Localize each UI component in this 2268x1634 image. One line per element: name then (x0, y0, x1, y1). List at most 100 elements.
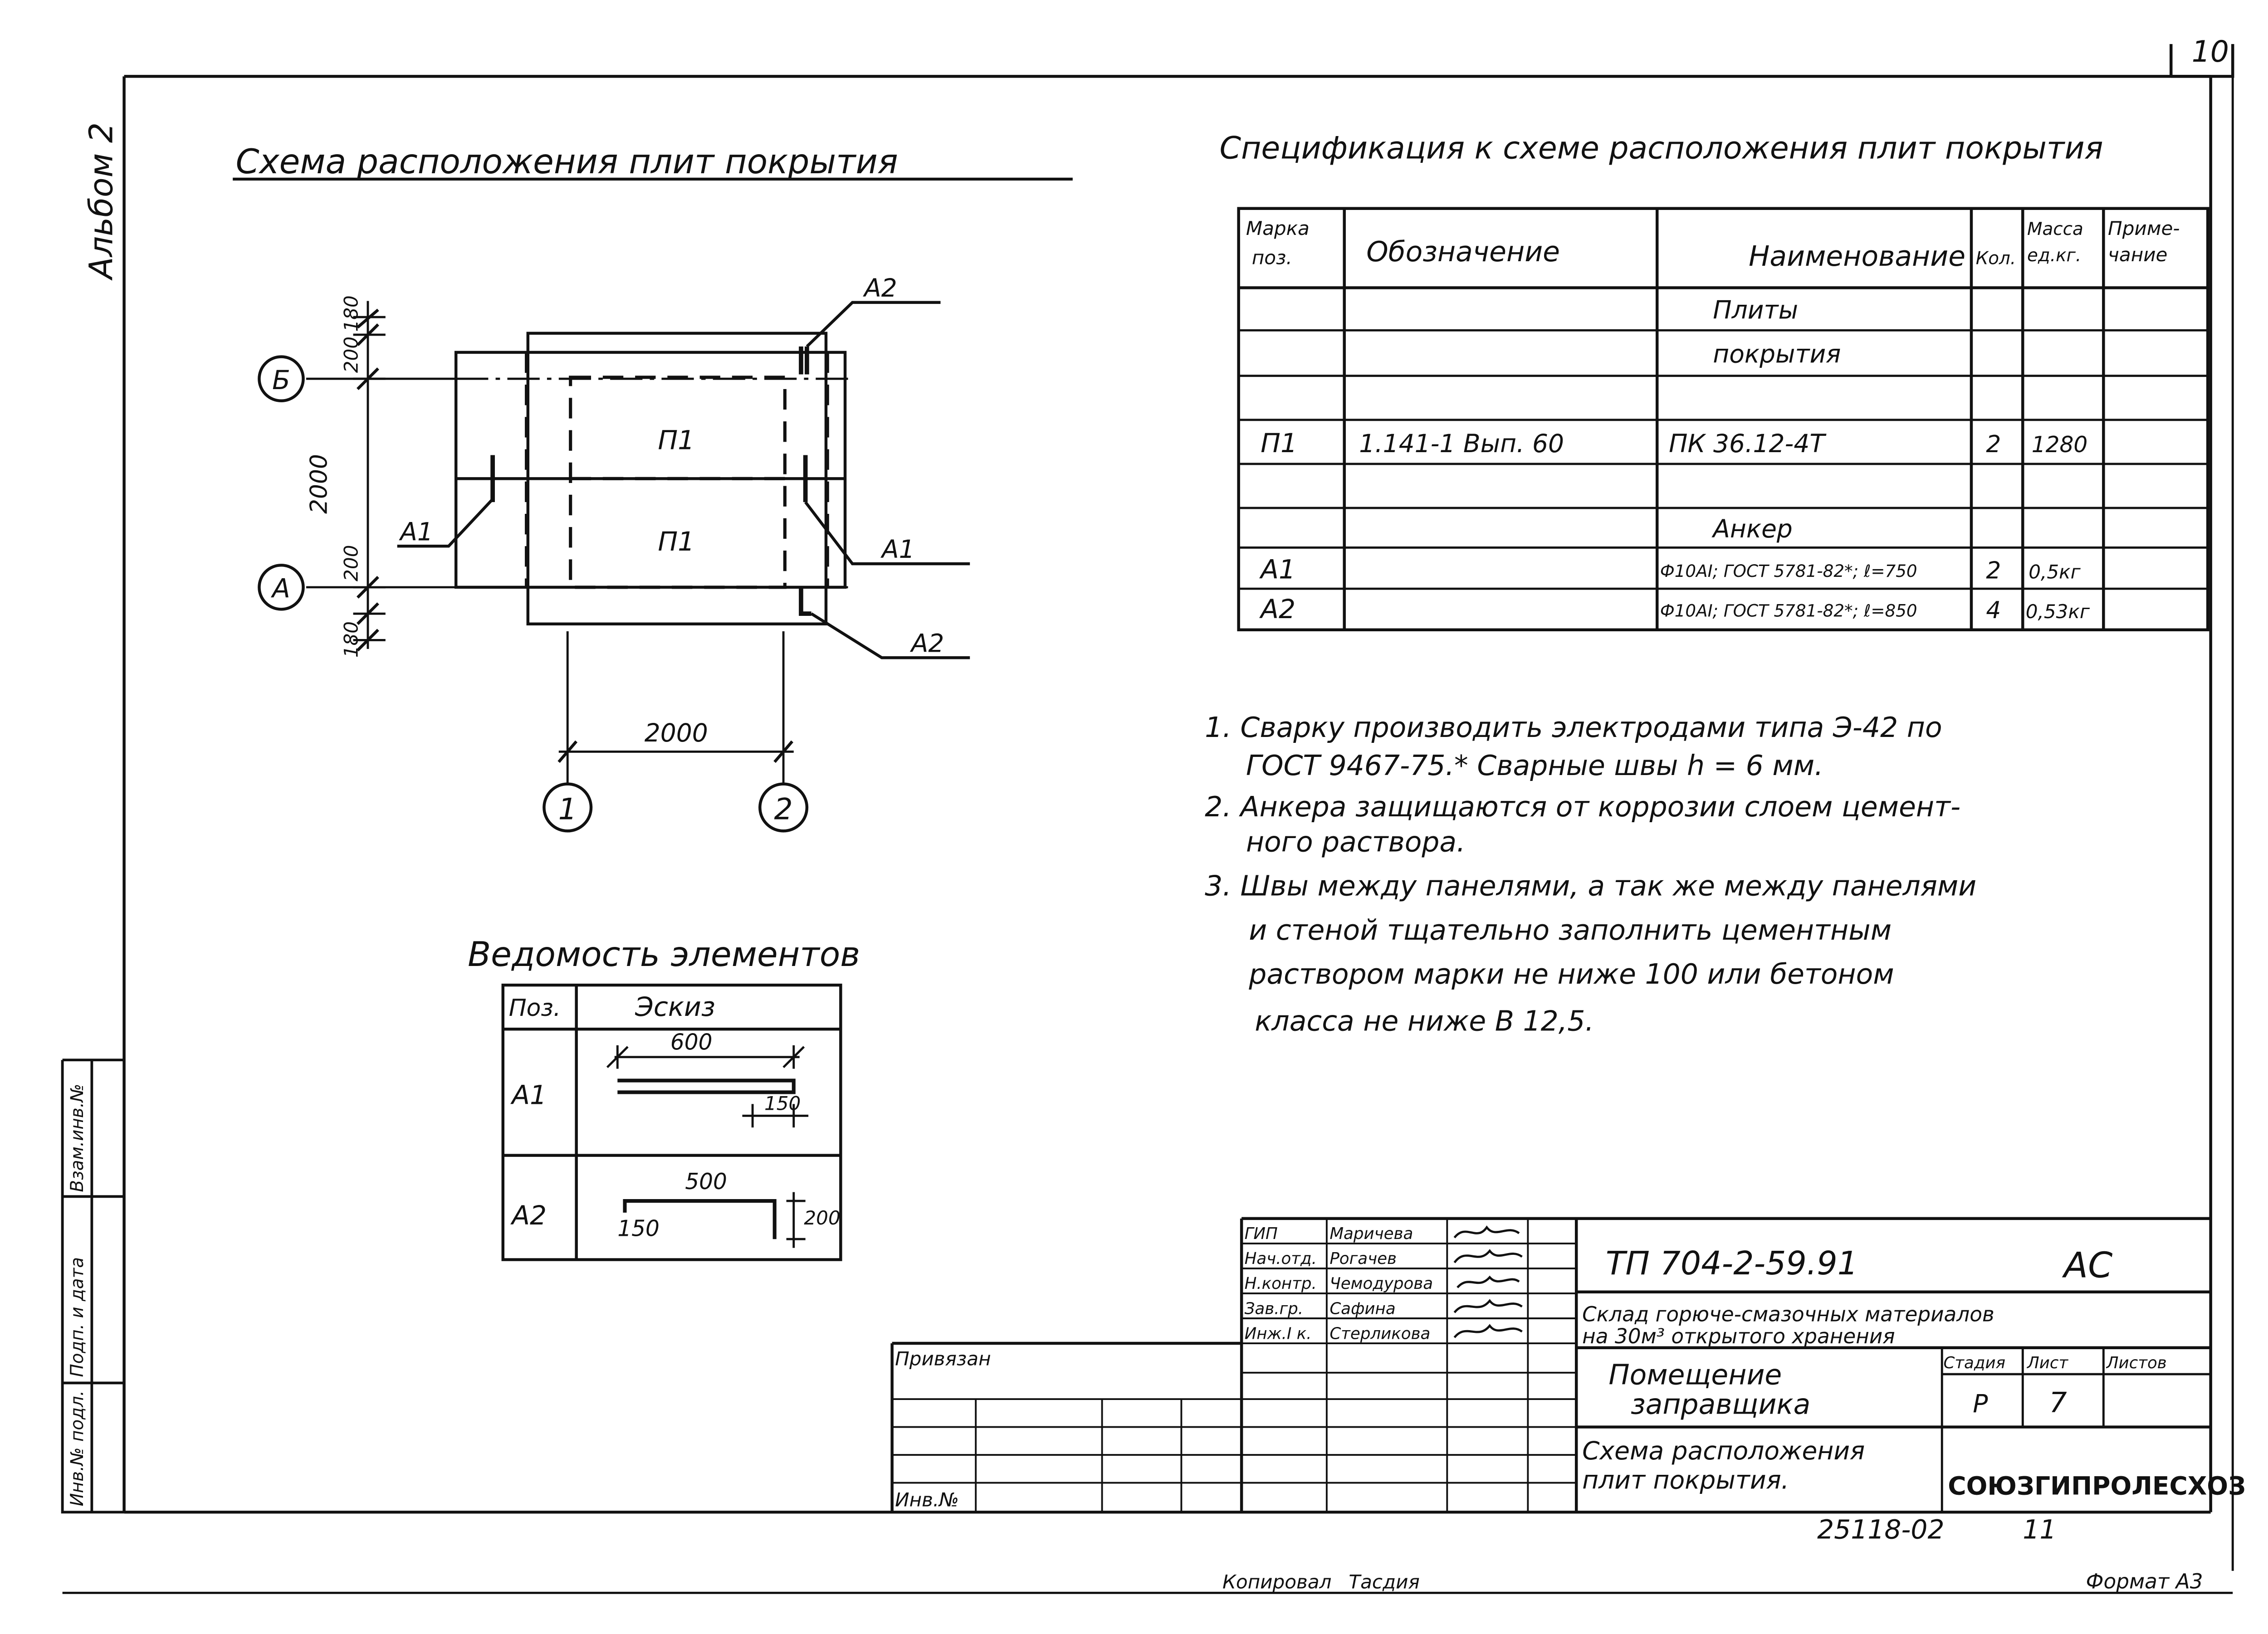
album-label: Альбом 2 (83, 122, 120, 281)
stamp-project-2: на 30м³ открытого хранения (1582, 1324, 1895, 1348)
spec-row-name: Анкер (1711, 514, 1793, 543)
side-label-inv: Инв.№ подл. (67, 1390, 88, 1507)
note-line: ГОСТ 9467-75.* Сварные швы h = 6 мм. (1246, 749, 1823, 782)
dim-top-200: 200 (340, 337, 362, 373)
spec-header-name: Наименование (1749, 240, 1965, 273)
stamp-code: ТП 704-2-59.91 (1606, 1244, 1858, 1282)
spec-header-mass-2: ед.кг. (2027, 245, 2081, 266)
dim-bottom-2000: 2000 (645, 718, 708, 747)
elements-a2-height: 200 (804, 1207, 840, 1229)
elements-table (501, 983, 842, 1261)
elements-a2-hook: 150 (617, 1216, 660, 1242)
spec-row-mass: 0,5кг (2028, 561, 2081, 583)
note-line: и стеной тщательно заполнить цементным (1249, 914, 1892, 946)
spec-row-name: покрытия (1713, 340, 1841, 369)
signer-role: Н.контр. (1245, 1274, 1317, 1293)
spec-row-designation: 1.141-1 Вып. 60 (1359, 429, 1564, 458)
footer-copier: Тасдия (1349, 1571, 1419, 1593)
side-label-podp: Подп. и дата (67, 1257, 88, 1377)
signer-name: Рогачев (1330, 1249, 1397, 1268)
signer-role: Нач.отд. (1245, 1249, 1317, 1268)
stamp-sheets-label: Листов (2106, 1354, 2167, 1372)
note-line: ного раствора. (1246, 826, 1466, 858)
note-line: раствором марки не ниже 100 или бетоном (1248, 958, 1894, 990)
signer-name: Чемодурова (1330, 1274, 1433, 1293)
signature-marks (1453, 1225, 1523, 1338)
footer-archive-sheet: 11 (2023, 1514, 2056, 1545)
spec-row-name: Ф10АI; ГОСТ 5781-82*; ℓ=750 (1660, 561, 1917, 581)
spec-row-name: ПК 36.12-4Т (1669, 429, 1827, 458)
spec-header-designation: Обозначение (1366, 235, 1560, 268)
spec-table (1237, 207, 2209, 631)
dim-mid-2000: 2000 (305, 454, 332, 514)
spec-row-mark: А2 (1259, 594, 1295, 624)
frame (122, 75, 2212, 1514)
elements-title: Ведомость элементов (468, 935, 860, 974)
spec-row-mass: 1280 (2032, 432, 2088, 458)
spec-row-mass: 0,53кг (2026, 600, 2090, 623)
anchor-label-a1-left: А1 (399, 517, 433, 546)
stamp-privyazan: Привязан (895, 1348, 991, 1370)
note-line: класса не ниже В 12,5. (1255, 1005, 1594, 1038)
spec-row-name: Ф10АI; ГОСТ 5781-82*; ℓ=850 (1660, 601, 1917, 621)
side-stamp (61, 1058, 124, 1514)
anchor-label-a1-right: А1 (880, 535, 915, 564)
spec-row-qty: 2 (1986, 431, 2001, 458)
axis-label-b: Б (272, 365, 290, 395)
stamp-mark: АС (2062, 1245, 2112, 1286)
spec-row-qty: 2 (1986, 557, 2001, 584)
spec-header-qty: Кол. (1976, 249, 2016, 269)
spec-header-mark-1: Марка (1246, 217, 1310, 239)
stamp-org: СОЮЗГИПРОЛЕСХОЗ (1948, 1471, 2246, 1500)
spec-title: Спецификация к схеме расположения плит п… (1220, 131, 2103, 166)
elements-header-pos: Поз. (509, 995, 561, 1022)
panel-label-top: П1 (658, 425, 694, 456)
spec-row-mark: П1 (1261, 428, 1297, 458)
spec-header-note-2: чание (2108, 244, 2167, 266)
stamp-inv: Инв.№ (895, 1488, 959, 1511)
footer-archive: 25118-02 (1817, 1514, 1944, 1545)
side-label-vzam: Взам.инв.№ (67, 1084, 88, 1192)
anchor-label-a2-top: А2 (863, 273, 897, 302)
signer-role: ГИП (1245, 1224, 1278, 1243)
stamp-building-2: заправщика (1631, 1388, 1810, 1420)
elements-a1-length: 600 (670, 1030, 713, 1055)
title-block (890, 1217, 2211, 1512)
stamp-project-1: Склад горюче-смазочных материалов (1582, 1302, 1994, 1326)
note-line: 3. Швы между панелями, а так же между па… (1205, 870, 1976, 902)
spec-header-mass-1: Масса (2027, 219, 2083, 239)
spec-row-name: Плиты (1713, 295, 1798, 324)
note-line: 1. Сварку производить электродами типа Э… (1205, 711, 1942, 744)
footer-copied: Копировал (1222, 1571, 1331, 1593)
stamp-sheet: 7 (2049, 1386, 2067, 1419)
dim-bot-200: 200 (340, 545, 362, 581)
elements-a2-length: 500 (685, 1169, 727, 1195)
dim-top-180: 180 (340, 295, 362, 332)
spec-row-mark: А1 (1259, 554, 1295, 585)
panel-label-bottom: П1 (658, 526, 694, 557)
stamp-stage-label: Стадия (1943, 1354, 2005, 1372)
spec-header-mark-2: поз. (1252, 247, 1292, 269)
axis-label-1: 1 (558, 792, 577, 826)
dim-bot-180: 180 (340, 621, 362, 658)
elements-a1-hook: 150 (764, 1092, 801, 1114)
signer-role: Инж.I к. (1245, 1324, 1312, 1343)
scheme-plan (258, 301, 970, 833)
stamp-sheet-label: Лист (2026, 1354, 2068, 1372)
axis-label-2: 2 (774, 792, 793, 826)
scheme-title: Схема расположения плит покрытия (236, 142, 898, 181)
signer-name: Маричева (1330, 1224, 1413, 1243)
footer-format: Формат А3 (2086, 1570, 2203, 1594)
anchor-label-a2-bottom: А2 (910, 629, 944, 658)
sheet-number: 10 (2192, 35, 2229, 69)
signer-role: Зав.гр. (1245, 1299, 1304, 1318)
signer-name: Стерликова (1330, 1324, 1430, 1343)
spec-header-note-1: Приме- (2108, 217, 2180, 239)
elements-row-pos: А1 (510, 1079, 547, 1110)
stamp-drawing-2: плит покрытия. (1582, 1466, 1789, 1495)
signer-name: Сафина (1330, 1299, 1395, 1318)
stamp-building-1: Помещение (1608, 1359, 1782, 1391)
stamp-stage: Р (1973, 1389, 1988, 1418)
elements-row-pos: А2 (510, 1200, 547, 1231)
